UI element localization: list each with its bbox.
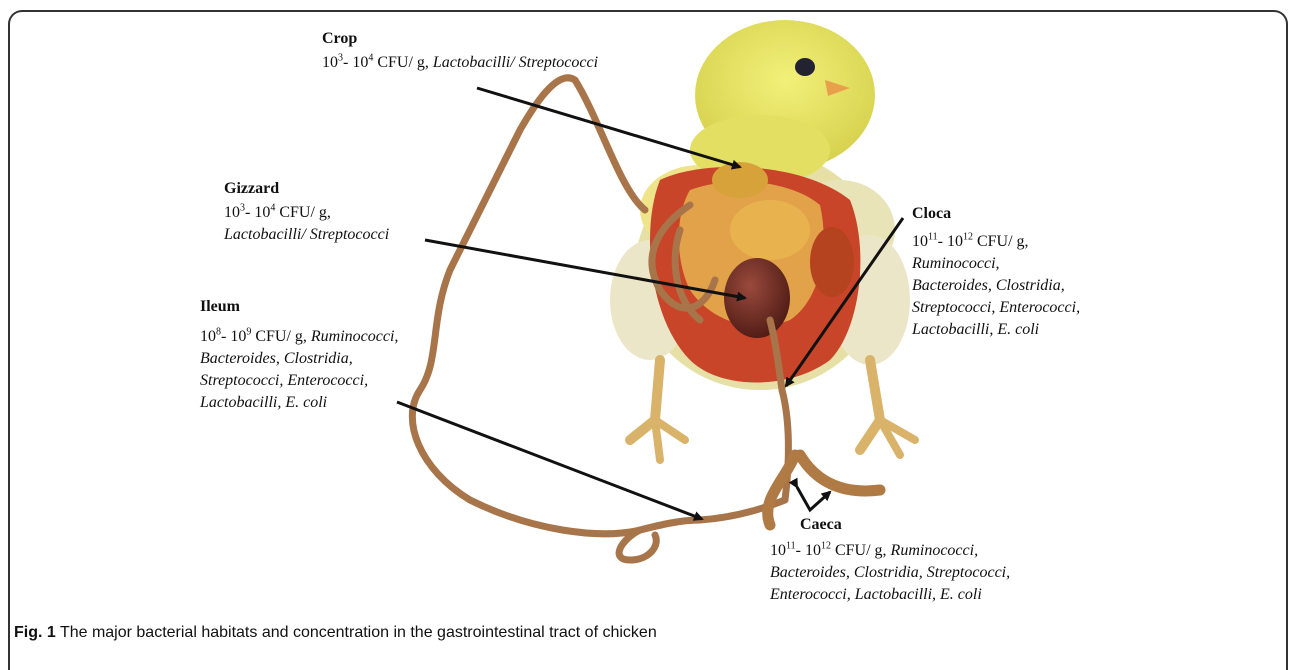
- label-ileum-line4: Lactobacilli, E. coli: [200, 392, 398, 414]
- label-cloca-line4: Streptococci, Enterococci,: [912, 297, 1080, 319]
- gizzard-organ: [724, 258, 790, 338]
- label-ileum-title: Ileum: [200, 296, 398, 318]
- label-caeca-line3: Enterococci, Lactobacilli, E. coli: [770, 584, 1010, 606]
- label-ileum-line2: Bacteroides, Clostridia,: [200, 348, 398, 370]
- label-cloca-line3: Bacteroides, Clostridia,: [912, 275, 1080, 297]
- label-cloca-line1: 1011- 1012 CFU/ g,: [912, 231, 1080, 253]
- label-gizzard-line1: 103- 104 CFU/ g,: [224, 202, 389, 224]
- arrow-caeca: [797, 487, 830, 510]
- label-cloca-line2: Ruminococci,: [912, 253, 1080, 275]
- caption-number: Fig. 1: [14, 624, 56, 641]
- label-ileum: Ileum 108- 109 CFU/ g, Ruminococci, Bact…: [200, 296, 398, 414]
- label-cloca-title: Cloca: [912, 203, 1080, 225]
- label-ileum-line1: 108- 109 CFU/ g, Ruminococci,: [200, 326, 398, 348]
- label-caeca: Caeca 1011- 1012 CFU/ g, Ruminococci, Ba…: [770, 514, 1010, 606]
- label-crop: Crop 103- 104 CFU/ g, Lactobacilli/ Stre…: [322, 28, 673, 74]
- label-caeca-line2: Bacteroides, Clostridia, Streptococci,: [770, 562, 1010, 584]
- label-crop-bacteria: Lactobacilli/ Streptococci: [433, 52, 673, 74]
- chick-gi-tract-illustration: [0, 0, 1290, 647]
- label-gizzard-bacteria: Lactobacilli/ Streptococci: [224, 224, 389, 246]
- label-ileum-line3: Streptococci, Enterococci,: [200, 370, 398, 392]
- caption-text: The major bacterial habitats and concent…: [56, 624, 657, 641]
- label-cloca-line5: Lactobacilli, E. coli: [912, 319, 1080, 341]
- label-crop-title: Crop: [322, 28, 673, 50]
- figure-caption: Fig. 1 The major bacterial habitats and …: [14, 624, 657, 642]
- label-cloca: Cloca 1011- 1012 CFU/ g, Ruminococci, Ba…: [912, 203, 1080, 341]
- label-gizzard-title: Gizzard: [224, 178, 389, 200]
- label-gizzard: Gizzard 103- 104 CFU/ g, Lactobacilli/ S…: [224, 178, 389, 246]
- label-caeca-title: Caeca: [800, 514, 1010, 536]
- label-caeca-line1: 1011- 1012 CFU/ g, Ruminococci,: [770, 540, 1010, 562]
- label-crop-line1: 103- 104 CFU/ g, Lactobacilli/ Streptoco…: [322, 52, 673, 74]
